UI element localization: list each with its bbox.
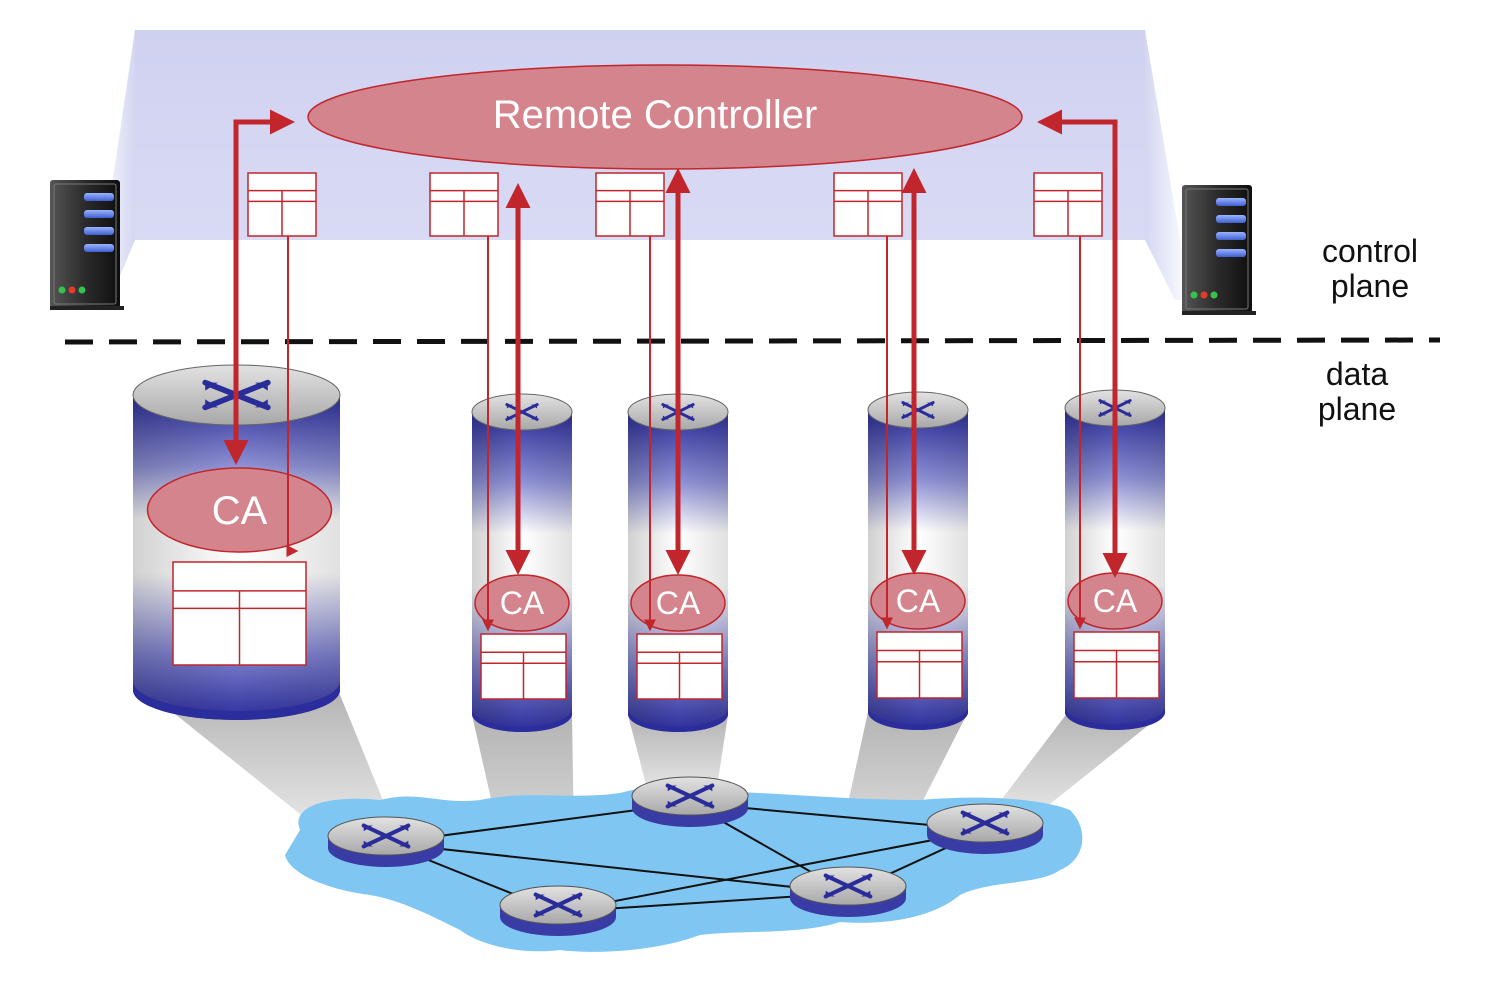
server-icon-right bbox=[1182, 185, 1256, 315]
control-agent: CA bbox=[870, 572, 966, 630]
control-channel-arrow bbox=[223, 109, 295, 465]
control-arrows bbox=[223, 109, 1128, 632]
controller-flow-table bbox=[1033, 172, 1103, 237]
control-channel-arrow bbox=[1037, 109, 1128, 578]
controller-flow-table bbox=[833, 172, 903, 237]
network-router-icon bbox=[631, 776, 749, 827]
control-plane-label-line1: control bbox=[1322, 233, 1418, 269]
control-agent: CA bbox=[1067, 572, 1163, 630]
network-router-icon bbox=[499, 885, 617, 936]
network-router-icon bbox=[327, 816, 445, 867]
data-plane-label-line1: data bbox=[1326, 356, 1388, 392]
control-agent-label: CA bbox=[1093, 583, 1138, 619]
control-agent: CA bbox=[146, 467, 333, 553]
router-4: CA bbox=[867, 391, 969, 730]
network-router-icon bbox=[789, 866, 907, 917]
router-flow-table bbox=[1073, 631, 1160, 699]
data-plane-label-line2: plane bbox=[1318, 391, 1396, 427]
control-plane-label-line2: plane bbox=[1331, 268, 1409, 304]
control-agent-label: CA bbox=[896, 583, 941, 619]
cloud-routers bbox=[327, 776, 1044, 936]
router-flow-table bbox=[480, 633, 567, 700]
control-agent-label: CA bbox=[500, 585, 545, 621]
remote-controller-label: Remote Controller bbox=[493, 93, 818, 137]
router-flow-table bbox=[636, 633, 723, 700]
controller-flow-table bbox=[247, 172, 317, 237]
control-agent: CA bbox=[630, 574, 726, 632]
control-agent-label: CA bbox=[212, 489, 268, 533]
router-flow-table bbox=[876, 631, 963, 699]
server-icon-left bbox=[50, 180, 124, 310]
network-router-icon bbox=[926, 803, 1044, 854]
control-agent-label: CA bbox=[656, 585, 701, 621]
controller-flow-table bbox=[429, 172, 499, 237]
control-agent: CA bbox=[474, 574, 570, 632]
plane-divider bbox=[64, 337, 1441, 345]
remote-controller: Remote Controller bbox=[307, 64, 1023, 170]
router-flow-table bbox=[172, 561, 307, 666]
controller-flow-table bbox=[595, 172, 665, 237]
